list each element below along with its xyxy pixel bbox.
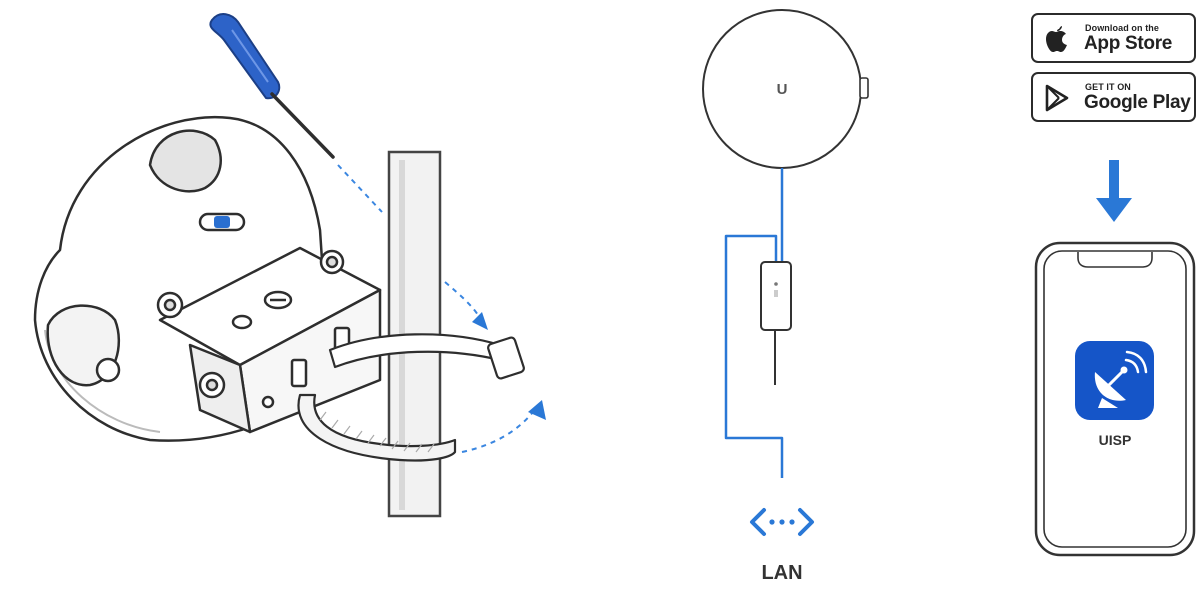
satellite-dish-icon — [1075, 341, 1154, 420]
arrow-down-head — [472, 312, 488, 330]
download-arrow — [1096, 160, 1132, 222]
apple-icon — [1046, 26, 1067, 52]
play-store-icon — [1045, 84, 1069, 112]
network-device — [702, 9, 869, 169]
google-play-button[interactable]: GET IT ON Google Play — [1031, 72, 1196, 122]
cable-lines — [724, 168, 784, 478]
hose-clamp — [297, 333, 525, 462]
mount-bracket — [95, 246, 382, 434]
google-play-title: Google Play — [1084, 92, 1191, 113]
screwdriver — [209, 13, 335, 159]
app-store-title: App Store — [1084, 33, 1173, 54]
lan-label: LAN — [761, 562, 803, 584]
poe-injector — [760, 261, 792, 331]
uisp-app-label[interactable]: UISP — [1098, 432, 1132, 448]
app-store-button[interactable]: Download on the App Store — [1031, 13, 1196, 63]
google-play-caption: GET IT ON — [1085, 82, 1131, 92]
arrow-up-head — [528, 400, 546, 420]
device-logo: U — [776, 81, 788, 98]
lan-icon — [750, 508, 814, 536]
app-store-caption: Download on the — [1085, 23, 1159, 33]
guide-arrows — [337, 164, 537, 453]
